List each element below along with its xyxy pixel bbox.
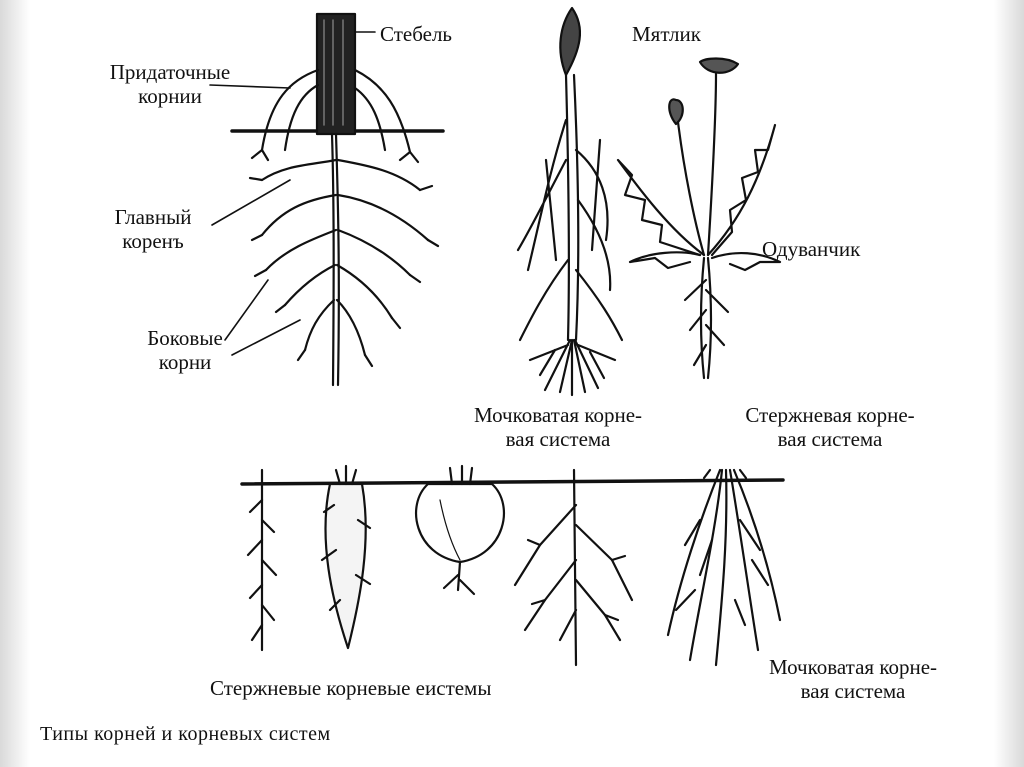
label-fibrous-top: Мочковатая корне- вая система bbox=[438, 403, 678, 451]
beet-root bbox=[414, 464, 506, 596]
label-taproot-systems: Стержневые корневые еистемы bbox=[210, 676, 492, 700]
label-fibrous-top-line2: вая система bbox=[505, 427, 611, 451]
label-main-root-line1: Главный bbox=[114, 205, 192, 229]
label-fibrous-bottom: Мочковатая корне- вая система bbox=[728, 655, 978, 703]
fibrous-root bbox=[666, 468, 782, 667]
label-main-root: Главный коренъ bbox=[88, 205, 218, 253]
label-taproot-top: Стержневая корне- вая система bbox=[705, 403, 955, 451]
taproot bbox=[246, 468, 278, 652]
label-adventitious: Придаточные корнии bbox=[75, 60, 265, 108]
figure-caption: Типы корней и корневых систем bbox=[40, 723, 331, 745]
label-stem: Стебель bbox=[380, 22, 453, 46]
label-meadow-grass: Мятлик bbox=[632, 22, 701, 46]
dandelion-plant bbox=[616, 57, 782, 380]
right-shadow bbox=[994, 0, 1024, 767]
label-lateral-line2: корни bbox=[158, 350, 212, 374]
soil-line bbox=[240, 478, 785, 486]
label-lateral: Боковые корни bbox=[120, 326, 250, 374]
carrot-root bbox=[320, 464, 372, 650]
label-lateral-line1: Боковые bbox=[147, 326, 223, 350]
branched-taproot bbox=[513, 468, 634, 667]
label-adventitious-line1: Придаточные bbox=[109, 60, 231, 84]
label-fibrous-top-line1: Мочковатая корне- bbox=[473, 403, 643, 427]
meadow-grass-plant bbox=[516, 6, 624, 397]
label-taproot-top-line1: Стержневая корне- bbox=[745, 403, 915, 427]
label-fibrous-bottom-line1: Мочковатая корне- bbox=[768, 655, 938, 679]
left-shadow bbox=[0, 0, 30, 767]
label-taproot-top-line2: вая система bbox=[777, 427, 883, 451]
label-main-root-line2: коренъ bbox=[122, 229, 184, 253]
label-fibrous-bottom-line2: вая система bbox=[800, 679, 906, 703]
label-adventitious-line2: корнии bbox=[138, 84, 202, 108]
label-dandelion: Одуванчик bbox=[762, 237, 861, 261]
root-system-diagram bbox=[209, 12, 445, 387]
